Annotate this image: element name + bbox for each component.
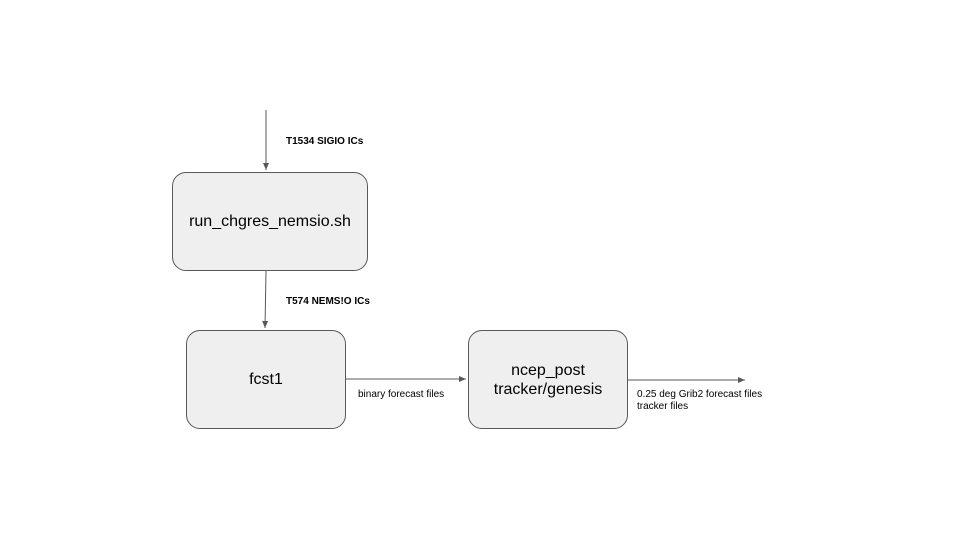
arrow-chgres-to-fcst1: [262, 270, 269, 329]
edge-label-binary-forecast-files: binary forecast files: [358, 389, 445, 400]
edge-label-output-files: 0.25 deg Grib2 forecast files tracker fi…: [637, 389, 762, 413]
edge-label-nemsio-ics: T574 NEMS!O ICs: [286, 296, 370, 307]
fcst1-process-box: fcst1: [186, 330, 346, 429]
post-process-box: ncep_post tracker/genesis: [468, 330, 628, 429]
post-process-label-line2: tracker/genesis: [493, 380, 603, 398]
chgres-process-box: run_chgres_nemsio.sh: [172, 172, 368, 271]
edge-label-sigio-ics: T1534 SIGIO ICs: [286, 136, 364, 147]
chgres-process-label: run_chgres_nemsio.sh: [189, 213, 351, 230]
edge-label-output-line1: 0.25 deg Grib2 forecast files: [637, 389, 763, 400]
fcst1-process-label: fcst1: [249, 371, 283, 388]
post-process-label-line1: ncep_post: [511, 361, 585, 379]
edge-label-output-line2: tracker files: [637, 401, 689, 412]
